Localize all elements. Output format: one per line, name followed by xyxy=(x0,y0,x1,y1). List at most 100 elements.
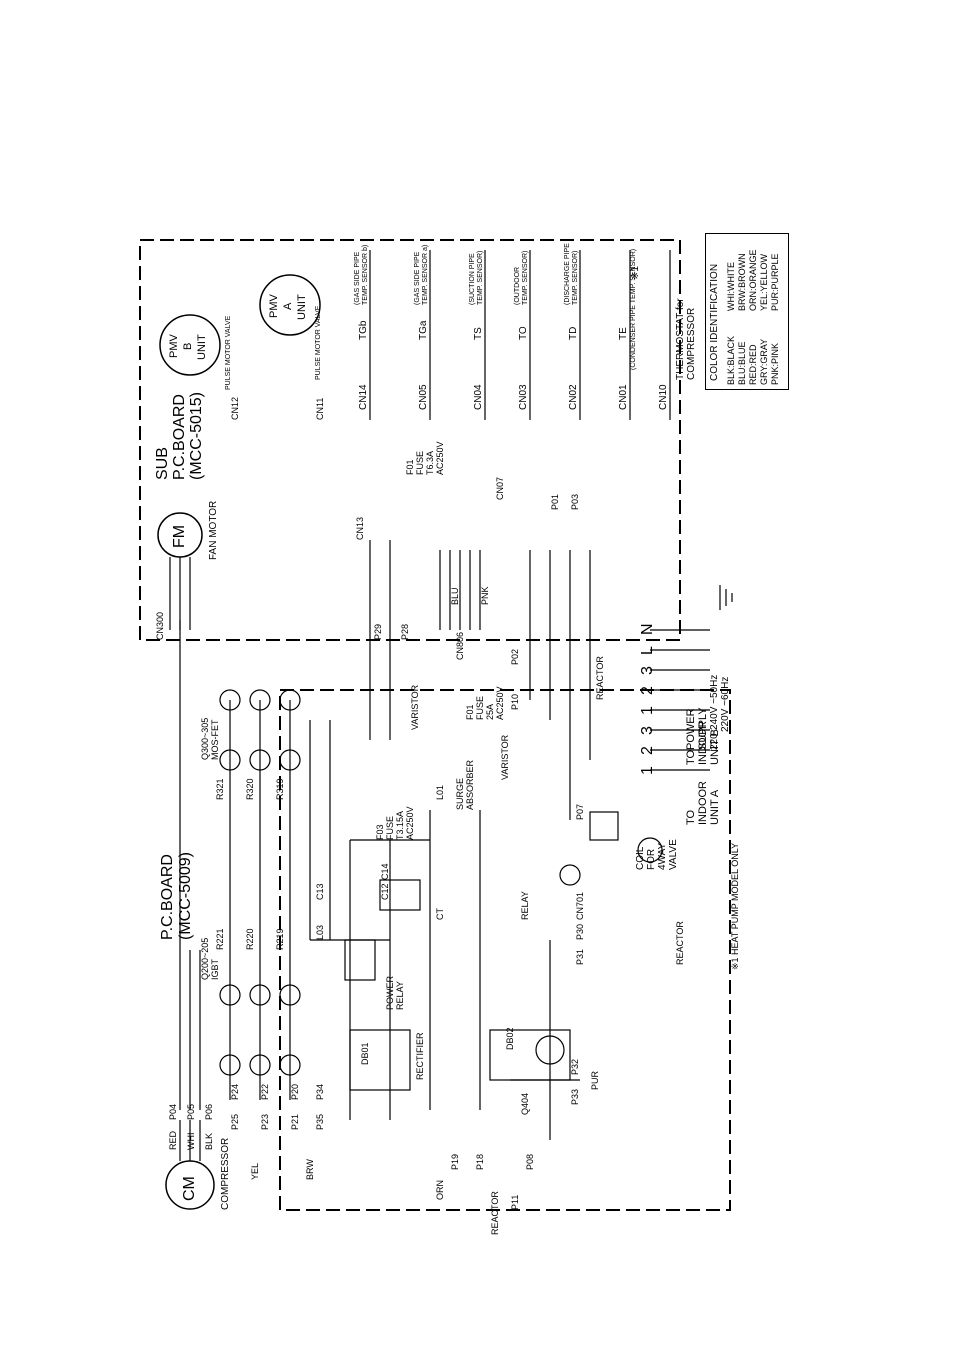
color-id-pnk: PNK:PINK xyxy=(770,342,780,385)
l01-label: L01 xyxy=(435,784,445,800)
power-supply-line4: 220V ~60Hz xyxy=(720,676,731,732)
sensor-tga-desc1: (GAS SIDE PIPE xyxy=(414,251,421,305)
sensor-cn14-connector: CN14 xyxy=(358,384,369,410)
r321-label: R321 xyxy=(215,778,225,800)
sub-fuse-label-1: F01 xyxy=(405,459,415,475)
connector-cn12: CN12 xyxy=(230,396,240,420)
compressor-label: COMPRESSOR xyxy=(220,1137,231,1210)
sensor-tgb-code: TGb xyxy=(358,320,369,340)
sensor-td-desc1: (DISCHARGE PIPE xyxy=(564,243,571,305)
connector-cn11: CN11 xyxy=(315,397,325,420)
r221-label: R221 xyxy=(215,928,225,950)
indoor-b-terminal-1: 1 xyxy=(639,706,656,715)
wire-color-brw: BRW xyxy=(305,1159,315,1180)
sub-fuse-label-2: FUSE xyxy=(415,450,425,475)
thermostat-mark: ※1 xyxy=(630,266,641,280)
reactor-label-3: REACTOR xyxy=(490,1191,500,1235)
coil-label-2: FOR xyxy=(646,848,657,870)
r219-label: R219 xyxy=(275,928,285,950)
sensor-ts-desc1: (SUCTION PIPE xyxy=(469,253,476,305)
pmv-b-symbol xyxy=(159,314,221,376)
indoor-a-line3: UNIT A xyxy=(709,789,721,825)
fan-motor-symbol-label: FM xyxy=(171,524,188,548)
indoor-a-terminal-3: 3 xyxy=(639,726,656,735)
varistor-label-2: VARISTOR xyxy=(500,734,510,780)
wire-point-p01: P01 xyxy=(550,493,560,510)
terminal-l: L xyxy=(639,646,656,655)
sensor-cn03-connector: CN03 xyxy=(518,384,529,410)
indoor-a-line2: INDOOR xyxy=(697,781,709,825)
thermostat-label1: THERMOSTAT for xyxy=(675,298,686,380)
relay-label: RELAY xyxy=(520,891,530,920)
db01-label: DB01 xyxy=(360,1042,370,1065)
c12-label: C12 xyxy=(380,883,390,900)
indoor-b-line2: INDOOR xyxy=(697,721,709,765)
wire-color-whi: WHI xyxy=(186,1132,196,1151)
connector-cn701: CN701 xyxy=(575,891,585,920)
wire-color-pnk: PNK xyxy=(480,586,490,605)
wire-color-yel: YEL xyxy=(250,1162,260,1180)
sub-board-title-1: SUB xyxy=(154,447,171,480)
igbt-label-2: IGBT xyxy=(210,958,220,980)
reactor-label-2: REACTOR xyxy=(595,656,605,700)
sensor-ts-desc2: TEMP. SENSOR) xyxy=(477,250,484,305)
surge-absorber-label-1: SURGE xyxy=(455,777,465,810)
connector-cn806: CN806 xyxy=(455,631,465,660)
pmv-a-symbol xyxy=(259,274,321,336)
color-id-red: RED:RED xyxy=(748,344,758,385)
connector-cn300: CN300 xyxy=(155,611,165,640)
wire-color-red: RED xyxy=(168,1130,178,1150)
c13-label: C13 xyxy=(315,883,325,900)
sensor-cn01-connector: CN01 xyxy=(618,384,629,410)
sensor-tgb-desc1: (GAS SIDE PIPE xyxy=(354,251,361,305)
pmv-b-line2: B xyxy=(182,342,194,350)
indoor-a-line1: TO xyxy=(685,809,697,825)
connector-cn07: CN07 xyxy=(495,476,505,500)
wire-point-p10: P10 xyxy=(510,693,520,710)
wire-point-p18: P18 xyxy=(475,1153,485,1170)
sensor-td-desc2: TEMP. SENSOR) xyxy=(572,250,579,305)
db02-label: DB02 xyxy=(505,1027,515,1050)
wire-point-p31: P31 xyxy=(575,948,585,965)
wire-point-p33: P33 xyxy=(570,1088,580,1105)
color-id-gry: GRY:GRAY xyxy=(759,338,769,385)
r319-label: R319 xyxy=(275,778,285,800)
wire-point-p07: P07 xyxy=(575,803,585,820)
wire-point-p05: P05 xyxy=(186,1103,196,1120)
sensor-ts-code: TS xyxy=(473,327,484,340)
mosfet-label-2: MOS-FET xyxy=(210,719,220,761)
color-id-pur: PUR:PURPLE xyxy=(770,253,780,311)
l03-label: L03 xyxy=(315,924,325,940)
pmv-a-line3: UNIT xyxy=(296,294,308,320)
wire-point-p29: P29 xyxy=(373,623,383,640)
color-identification-title: COLOR IDENTIFICATION xyxy=(709,263,720,381)
wire-color-blu: BLU xyxy=(450,587,460,605)
f01-label-2: FUSE xyxy=(475,695,485,720)
r220-label: R220 xyxy=(245,928,255,950)
wire-point-p06: P06 xyxy=(204,1103,214,1120)
rectifier-label: RECTIFIER xyxy=(415,1032,425,1080)
power-supply-line1: POWER xyxy=(685,708,697,750)
power-relay-label-2: RELAY xyxy=(395,981,405,1010)
sensor-tgb-desc2: TEMP. SENSOR b) xyxy=(362,244,369,305)
c14-label: C14 xyxy=(380,863,390,880)
r320-label: R320 xyxy=(245,778,255,800)
pmv-b-label: PULSE MOTOR VALVE xyxy=(225,315,232,390)
wire-point-p22: P22 xyxy=(260,1083,270,1100)
wire-point-p23: P23 xyxy=(260,1113,270,1130)
connector-cn13: CN13 xyxy=(355,516,365,540)
indoor-a-terminal-2: 2 xyxy=(639,746,656,755)
f03-label-4: AC250V xyxy=(405,806,415,840)
wire-point-p20: P20 xyxy=(290,1083,300,1100)
sub-board-title-2: P.C.BOARD xyxy=(171,394,188,480)
wire-point-p08: P08 xyxy=(525,1153,535,1170)
wire-point-p03: P03 xyxy=(570,493,580,510)
main-board-title: P.C.BOARD xyxy=(159,854,176,940)
wire-point-p34: P34 xyxy=(315,1083,325,1100)
igbt-label-1: Q200~205 xyxy=(200,937,210,980)
main-board-outline xyxy=(279,689,731,1211)
f03-label-2: FUSE xyxy=(385,815,395,840)
f03-label-3: T3.15A xyxy=(395,810,405,840)
f01-label-4: AC250V xyxy=(495,686,505,720)
